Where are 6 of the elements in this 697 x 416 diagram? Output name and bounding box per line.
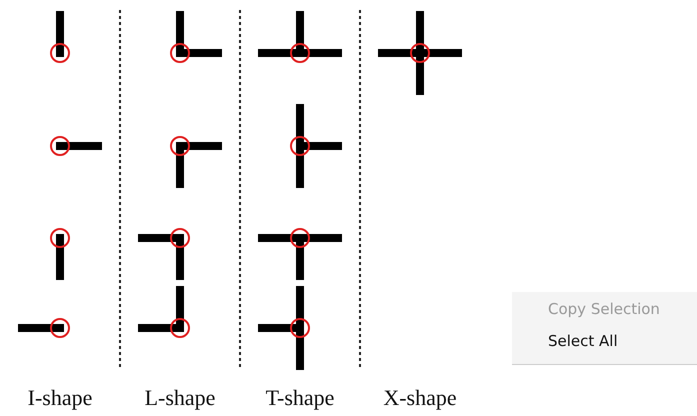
menu-item: Copy Selection — [548, 300, 660, 318]
menu-item: Select All — [548, 332, 618, 350]
column-caption: I-shape — [28, 385, 92, 410]
column-caption: L-shape — [144, 385, 216, 410]
column-caption: T-shape — [266, 385, 334, 410]
column-caption: X-shape — [383, 385, 457, 410]
